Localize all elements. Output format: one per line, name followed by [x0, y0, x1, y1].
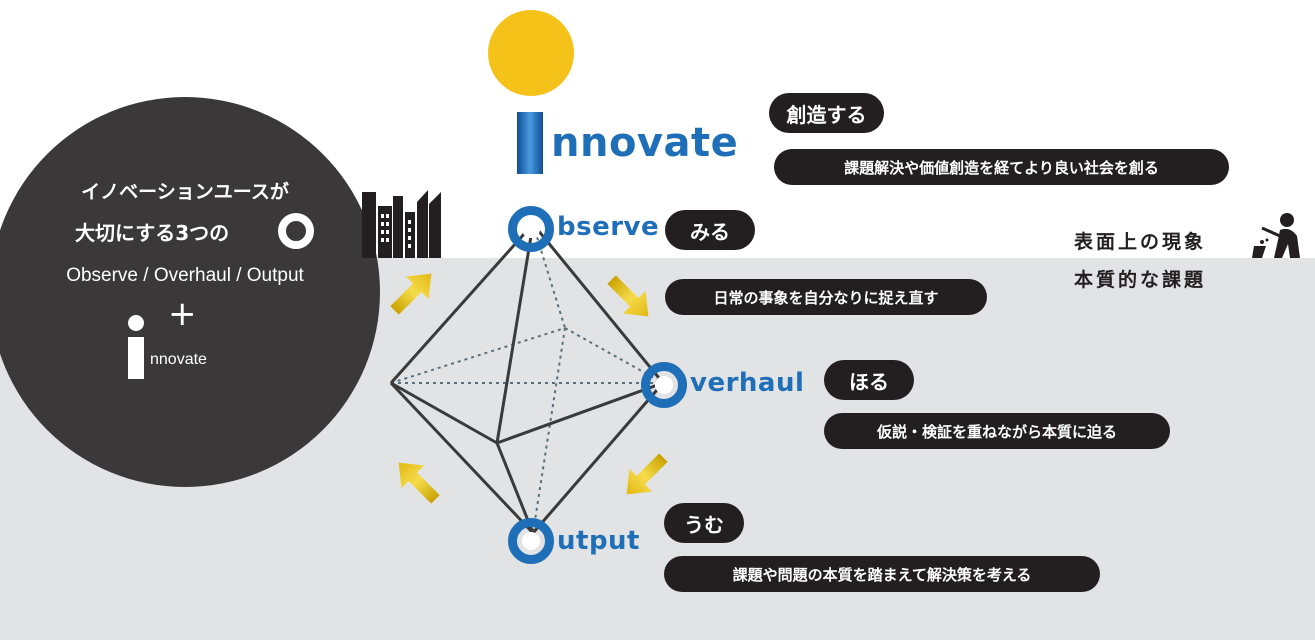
- essential-issue-label: 本質的な課題: [1074, 269, 1207, 291]
- i-dot-icon: [128, 315, 144, 331]
- observe-pill: みる: [665, 210, 755, 250]
- observe-desc: 日常の事象を自分なりに捉え直す: [665, 279, 987, 315]
- output-pill: うむ: [664, 503, 744, 543]
- surface-phenomenon-label: 表面上の現象: [1074, 231, 1207, 253]
- output-o-ring: [508, 518, 554, 564]
- intro-line-3: Observe / Overhaul / Output: [66, 265, 304, 286]
- i-bar-icon: [128, 337, 144, 379]
- innovate-word: nnovate: [551, 120, 739, 166]
- overhaul-desc: 仮説・検証を重ねながら本質に迫る: [824, 413, 1170, 449]
- overhaul-word: verhaul: [690, 368, 805, 398]
- overhaul-o-ring: [641, 362, 687, 408]
- output-word: utput: [557, 526, 640, 556]
- observe-word: bserve: [557, 212, 660, 242]
- arrow-icon: [626, 453, 668, 495]
- innovate-pill: 創造する: [769, 93, 884, 133]
- innovate-desc: 課題解決や価値創造を経てより良い社会を創る: [774, 149, 1229, 185]
- intro-innovate: nnovate: [150, 351, 207, 368]
- digging-person-icon: [1252, 213, 1300, 258]
- o-ring-icon: [278, 213, 314, 249]
- intro-circle: イノベーションユースが 大切にする3つの Observe / Overhaul …: [0, 97, 380, 487]
- arrow-icon: [607, 275, 649, 317]
- octahedron-edges: [389, 223, 665, 535]
- sun-icon: [488, 10, 574, 96]
- output-desc: 課題や問題の本質を踏まえて解決策を考える: [664, 556, 1100, 592]
- city-buildings-icon: [362, 190, 441, 258]
- innovate-i-bar: [517, 112, 543, 174]
- overhaul-pill: ほる: [824, 360, 914, 400]
- arrow-icon: [390, 273, 432, 315]
- arrow-icon: [398, 462, 440, 504]
- intro-line-2: 大切にする3つの: [75, 221, 230, 245]
- octahedron-hidden-edges: [390, 223, 664, 534]
- plus-sign: +: [168, 294, 197, 334]
- observe-o-ring: [508, 206, 554, 252]
- intro-line-1: イノベーションユースが: [81, 181, 289, 203]
